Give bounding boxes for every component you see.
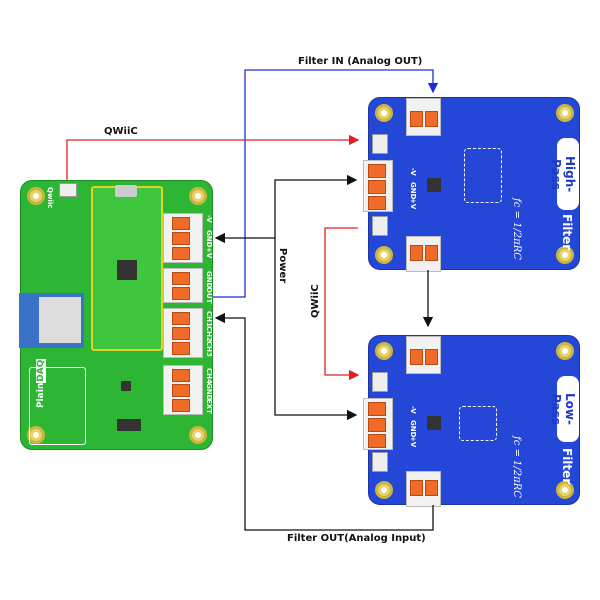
wire-filter-out: [214, 312, 434, 531]
rp2040-chip: [117, 260, 137, 280]
pico-board: [91, 185, 163, 351]
mount-hole: [375, 481, 393, 499]
terminal-in[interactable]: [406, 98, 441, 136]
filter-schematic: [459, 406, 497, 441]
mount-hole: [27, 426, 45, 444]
label-qwiic-mid: QWiiC: [310, 284, 321, 318]
terminal-ext[interactable]: [163, 365, 203, 415]
opamp-chip: [121, 381, 131, 391]
mount-hole: [189, 187, 207, 205]
mount-hole: [27, 187, 45, 205]
adc-chip: [117, 419, 141, 431]
label-filter-in: Filter IN (Analog OUT): [298, 56, 423, 67]
terminal-power[interactable]: [363, 160, 393, 212]
qwiic-connector[interactable]: [372, 216, 388, 236]
mount-hole: [556, 104, 574, 122]
label-qwiic-top: QWiiC: [104, 126, 138, 137]
mount-hole: [375, 342, 393, 360]
wire-power-lpf: [274, 238, 358, 421]
wire-filter-in: [213, 69, 439, 298]
esp-module: [19, 293, 84, 348]
mount-hole: [375, 246, 393, 264]
high-pass-filter-board: -V GND +V fc = 1/2πRC High-Pass Filter: [363, 97, 580, 272]
usb-port: [115, 185, 137, 197]
board-subtitle: Filter: [560, 448, 574, 485]
label-power: Power: [277, 248, 288, 284]
board-title: Low-Pass: [549, 376, 579, 442]
mount-hole: [556, 246, 574, 264]
low-pass-filter-board: -V GND +V fc = 1/2πRC Low-Pass Filter: [363, 335, 580, 507]
terminal-power[interactable]: [363, 398, 393, 450]
mount-hole: [556, 342, 574, 360]
cutoff-formula: fc = 1/2πRC: [511, 198, 522, 260]
qwiic-connector[interactable]: [372, 372, 388, 392]
digipot-chip: [427, 416, 441, 430]
wire-power-hpf: [274, 174, 358, 238]
mount-hole: [189, 426, 207, 444]
cutoff-formula: fc = 1/2πRC: [511, 436, 522, 498]
terminal-out[interactable]: [406, 471, 441, 507]
mount-hole: [556, 481, 574, 499]
mount-hole: [375, 104, 393, 122]
filter-schematic: [464, 148, 502, 203]
terminal-out[interactable]: [163, 268, 203, 303]
digipot-chip: [427, 178, 441, 192]
qwiic-connector: [59, 183, 77, 197]
qwiic-connector[interactable]: [372, 452, 388, 472]
wire-qwiic-top: [66, 134, 360, 180]
wire-qwiic-mid: [324, 227, 360, 381]
terminal-ch[interactable]: [163, 308, 203, 358]
plaindaq-board: Qwiic PlainDAQ -V GND +V GND OUT CH1 CH2…: [19, 180, 213, 450]
terminal-in[interactable]: [406, 336, 441, 374]
board-subtitle: Filter: [560, 214, 574, 251]
terminal-power[interactable]: [163, 213, 203, 263]
plaindaq-logo: PlainDAQ: [29, 358, 86, 445]
label-filter-out: Filter OUT(Analog Input): [287, 533, 426, 544]
board-title: High-Pass: [549, 138, 579, 210]
terminal-out[interactable]: [406, 236, 441, 272]
qwiic-connector[interactable]: [372, 134, 388, 154]
